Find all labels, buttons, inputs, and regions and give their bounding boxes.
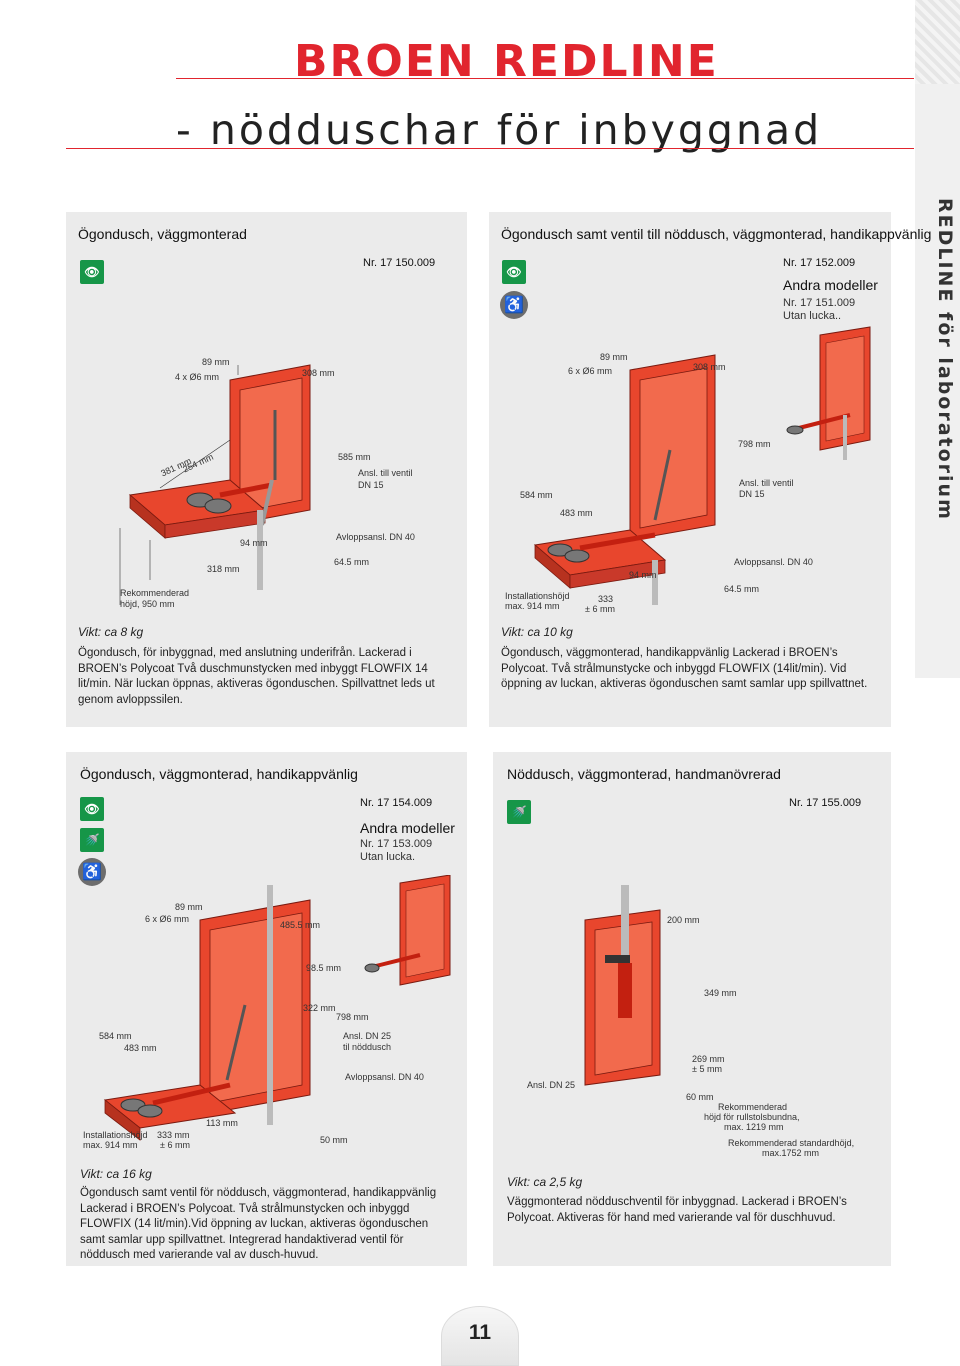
dimension-label: Rekommenderad [718,1102,788,1112]
dimension-label: 333 mm [157,1130,190,1140]
dimension-label: Installationshöjd [83,1130,148,1140]
product-drawing [584,885,661,1086]
alternate-model-drawing [786,326,871,460]
dimension-label: ± 6 mm [585,604,615,614]
header-top-rule [176,78,914,79]
dimension-label: 333 [598,594,614,604]
eyewash-sign-icon: 👁 [80,260,104,284]
dimension-label: 50 mm [320,1135,348,1145]
dimension-label: 200 mm [667,915,700,925]
product-description: Ögondusch samt ventil för nöddusch, vägg… [80,1187,437,1261]
product-description: Väggmonterad nödduschventil för inbyggna… [507,1196,847,1224]
dimension-label: 94 mm [240,538,268,548]
dimension-label: 483 mm [124,1043,157,1053]
product-drawing [103,885,311,1141]
dimension-label: 585 mm [338,452,371,462]
dimension-label: 94 mm [629,570,657,580]
product-number: Nr. 17 150.009 [363,257,436,269]
product-weight: Vikt: ca 10 kg [501,625,573,639]
dimension-label: max. 1219 mm [724,1122,784,1132]
dimension-label: 308 mm [302,368,335,378]
product-number: Nr. 17 152.009 [783,257,856,269]
dimension-label: max.1752 mm [762,1148,820,1158]
other-model-note: Utan lucka. [360,851,416,863]
side-tab-label: REDLINE för laboratorium [934,198,956,521]
dimension-label: 349 mm [704,988,737,998]
dimension-label: Rekommenderad [120,588,190,598]
dimension-label: 89 mm [202,357,230,367]
product-weight: Vikt: ca 16 kg [80,1167,152,1181]
dimension-label: 60 mm [686,1092,714,1102]
brand-title: BROEN REDLINE [294,36,719,87]
other-model-note: Utan lucka.. [783,310,842,322]
header-bottom-rule [66,148,914,149]
dimension-label: ± 6 mm [160,1140,190,1150]
product-description: Ögondusch, väggmonterad, handikappvänlig… [501,647,868,690]
eyewash-sign-icon: 👁 [80,797,104,821]
dimension-label: höjd, 950 mm [120,599,175,609]
dimension-label: Avloppsansl. DN 40 [734,557,813,567]
dimension-label: 483 mm [560,508,593,518]
dimension-label: 6 x Ø6 mm [568,366,613,376]
page-number: 11 [441,1306,519,1366]
dimension-label: 4 x Ø6 mm [175,372,220,382]
dimension-label: Avloppsansl. DN 40 [336,532,415,542]
dimension-label: 485.5 mm [280,920,321,930]
other-models-heading: Andra modeller [783,277,878,293]
dimension-label: til nöddusch [343,1042,392,1052]
side-tab [915,0,960,678]
dimension-label: 798 mm [336,1012,369,1022]
dimension-label: 6 x Ø6 mm [145,914,190,924]
dimension-label: max. 914 mm [505,601,560,611]
dimension-label: 89 mm [175,902,203,912]
wheelchair-icon: ♿ [500,291,528,319]
product-drawing [119,364,311,605]
other-models-heading: Andra modeller [360,820,455,836]
dimension-label: Ansl. DN 25 [343,1031,392,1041]
product-title: Ögondusch samt ventil till nöddusch, väg… [501,226,932,242]
shower-sign-icon: 🚿 [80,828,104,852]
dimension-label: 113 mm [206,1118,238,1128]
product-title: Ögondusch, väggmonterad [78,226,247,242]
product-number: Nr. 17 155.009 [789,797,862,809]
dimension-label: Installationshöjd [505,591,570,601]
product-number: Nr. 17 154.009 [360,797,433,809]
dimension-label: Ansl. till ventil [358,468,413,478]
dimension-label: DN 15 [358,480,384,490]
dimension-label: Rekommenderad standardhöjd, [728,1138,855,1148]
alternate-model-drawing [364,875,451,986]
page-subtitle: - nödduschar för inbyggnad [176,106,823,154]
product-weight: Vikt: ca 2,5 kg [507,1175,583,1189]
product-title: Nöddusch, väggmonterad, handmanövrerad [507,766,781,782]
dimension-label: Ansl. till ventil [739,478,794,488]
other-model-number: Nr. 17 153.009 [360,838,433,850]
dimension-label: 322 mm [303,1003,336,1013]
dimension-label: 64.5 mm [724,584,760,594]
product-drawing [533,354,716,605]
product-weight: Vikt: ca 8 kg [78,625,144,639]
dimension-label: Ansl. DN 25 [527,1080,576,1090]
wheelchair-icon: ♿ [78,858,106,886]
dimension-label: 798 mm [738,439,771,449]
side-tab-pattern [915,0,960,84]
shower-sign-icon: 🚿 [507,800,531,824]
dimension-label: 318 mm [207,564,240,574]
dimension-label: ± 5 mm [692,1064,722,1074]
dimension-label: 64.5 mm [334,557,370,567]
dimension-label: 98.5 mm [306,963,342,973]
dimension-label: höjd för rullstolsbundna, [704,1112,800,1122]
dimension-label: DN 15 [739,489,765,499]
dimension-label: 89 mm [600,352,628,362]
product-panel-4 [493,752,891,1266]
product-description: Ögondusch, för inbyggnad, med anslutning… [78,647,435,706]
dimension-label: Avloppsansl. DN 40 [345,1072,424,1082]
product-title: Ögondusch, väggmonterad, handikappvänlig [80,766,358,782]
dimension-label: 308 mm [693,362,726,372]
other-model-number: Nr. 17 151.009 [783,297,856,309]
eyewash-sign-icon: 👁 [502,260,526,284]
dimension-label: max. 914 mm [83,1140,138,1150]
dimension-label: 584 mm [520,490,553,500]
dimension-label: 269 mm [692,1054,725,1064]
dimension-label: 584 mm [99,1031,132,1041]
